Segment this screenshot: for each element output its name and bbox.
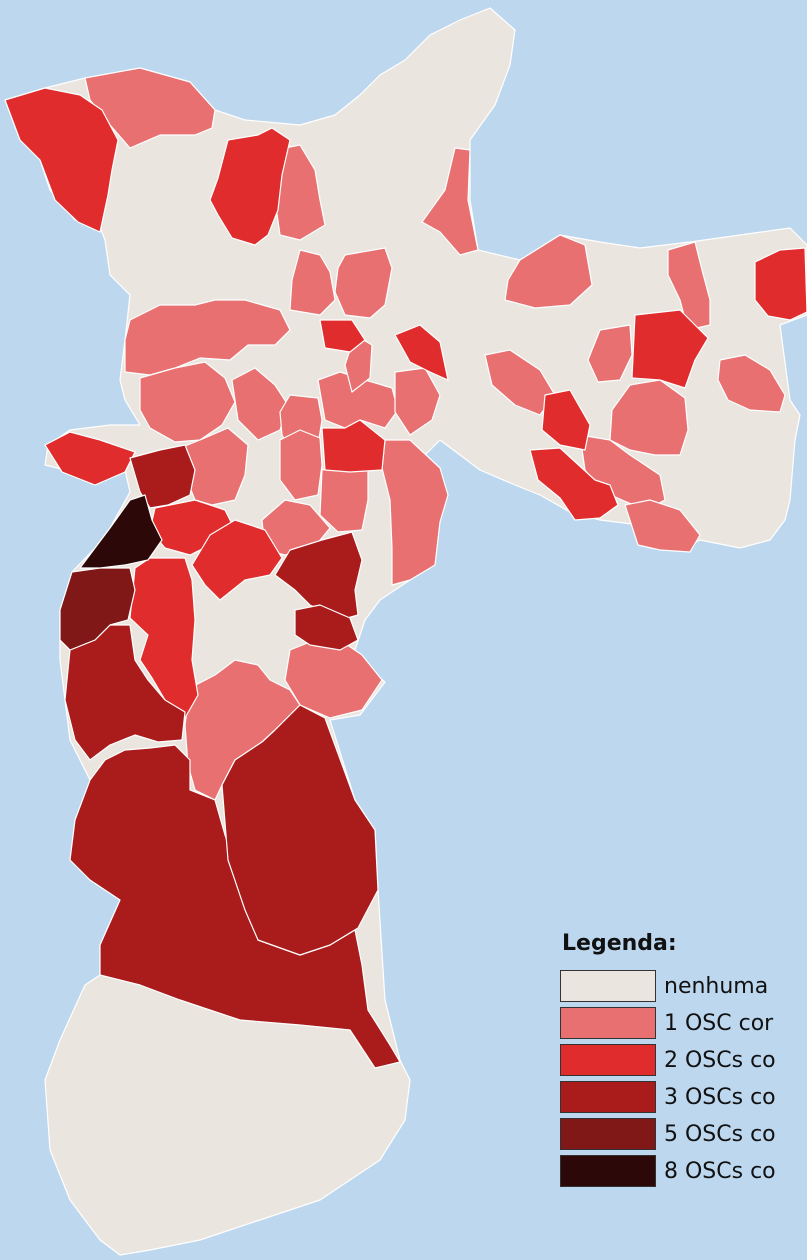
- legend-swatch: [560, 1155, 656, 1187]
- district-polygon: [124, 299, 291, 376]
- district-polygon: [191, 519, 283, 601]
- district-polygon: [59, 567, 136, 651]
- district-polygon: [79, 494, 163, 569]
- map-legend: Legenda: nenhuma 1 OSC cor 2 OSCs co 3 O…: [560, 928, 807, 1191]
- district-polygon: [139, 361, 236, 443]
- legend-swatch: [560, 1118, 656, 1150]
- legend-item: 8 OSCs co: [560, 1154, 807, 1188]
- district-polygon: [381, 439, 449, 586]
- legend-label: 5 OSCs co: [664, 1121, 776, 1147]
- district-polygon: [289, 249, 336, 316]
- legend-label: 2 OSCs co: [664, 1047, 776, 1073]
- district-polygon: [321, 419, 386, 473]
- district-polygon: [4, 87, 119, 233]
- district-polygon: [64, 624, 186, 761]
- district-polygon: [587, 324, 633, 383]
- district-polygon: [624, 499, 701, 553]
- legend-item: 2 OSCs co: [560, 1043, 807, 1077]
- district-polygon: [609, 379, 689, 456]
- legend-swatch: [560, 1007, 656, 1039]
- district-polygon: [319, 464, 369, 533]
- district-polygon: [294, 604, 359, 651]
- legend-swatch: [560, 970, 656, 1002]
- district-polygon: [667, 241, 711, 331]
- legend-item: 1 OSC cor: [560, 1006, 807, 1040]
- district-polygon: [631, 309, 709, 389]
- district-polygon: [504, 234, 593, 309]
- legend-title: Legenda:: [562, 931, 677, 956]
- district-polygon: [717, 354, 786, 413]
- district-polygon: [754, 247, 807, 321]
- district-polygon: [541, 389, 591, 451]
- districts-level-5: [59, 567, 136, 651]
- legend-item: 3 OSCs co: [560, 1080, 807, 1114]
- district-polygon: [529, 447, 619, 521]
- legend-swatch: [560, 1044, 656, 1076]
- district-polygon: [221, 704, 379, 956]
- districts-level-1: [84, 67, 786, 801]
- district-polygon: [421, 147, 479, 256]
- legend-label: 8 OSCs co: [664, 1158, 776, 1184]
- district-polygon: [129, 557, 199, 719]
- district-polygon: [319, 319, 366, 353]
- legend-item: nenhuma: [560, 969, 807, 1003]
- legend-label: nenhuma: [664, 973, 769, 999]
- legend-item: 5 OSCs co: [560, 1117, 807, 1151]
- districts-level-2: [4, 87, 807, 719]
- district-polygon: [394, 324, 449, 381]
- district-polygon: [69, 744, 401, 1069]
- legend-swatch: [560, 1081, 656, 1113]
- district-polygon: [209, 127, 291, 246]
- district-polygon: [274, 531, 363, 621]
- districts-level-3: [64, 444, 401, 1069]
- districts-level-8: [79, 494, 163, 569]
- legend-label: 3 OSCs co: [664, 1084, 776, 1110]
- district-polygon: [279, 429, 323, 501]
- district-polygon: [44, 431, 136, 486]
- legend-label: 1 OSC cor: [664, 1010, 774, 1036]
- district-polygon: [334, 247, 393, 319]
